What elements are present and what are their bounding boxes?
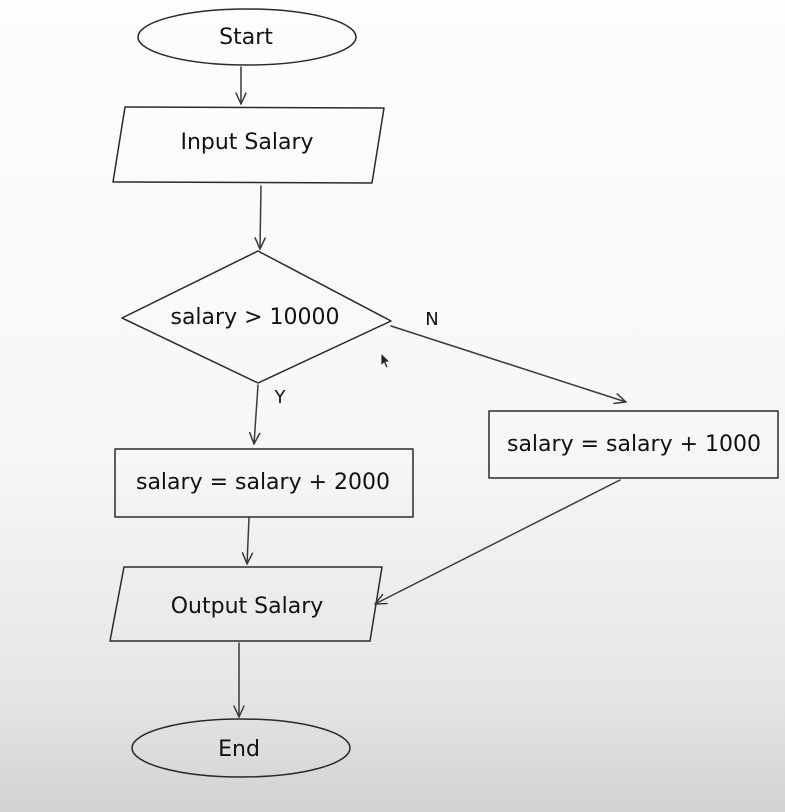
edge-input-to-decision [254,185,266,250]
add-1000-node: salary = salary + 1000 [488,410,779,479]
edge-decision-no [390,325,627,405]
decision-node: salary > 10000 [121,250,392,384]
end-node: End [131,718,351,778]
input-salary-label: Input Salary [180,130,313,155]
no-edge-label: N [425,309,438,330]
decision-label: salary > 10000 [170,305,339,330]
add-1000-label: salary = salary + 1000 [507,432,761,457]
input-salary-node: Input Salary [112,106,385,184]
yes-edge-label: Y [274,387,287,408]
end-label: End [218,737,260,762]
mouse-cursor-icon [380,352,391,369]
edge-add2000-to-output [241,517,254,565]
edge-decision-yes [249,384,261,445]
add-1000-shape [488,410,779,479]
start-node: Start [137,8,357,66]
add-2000-label: salary = salary + 2000 [136,470,390,495]
add-2000-shape [114,448,414,518]
output-salary-node: Output Salary [109,566,383,642]
output-salary-shape [109,566,383,642]
edge-add1000-to-output [374,479,621,605]
start-shape [137,8,357,66]
input-salary-shape [112,106,385,184]
end-shape [131,718,351,778]
add-2000-node: salary = salary + 2000 [114,448,414,518]
output-salary-label: Output Salary [171,594,324,619]
decision-shape [121,250,392,384]
start-label: Start [219,25,273,50]
